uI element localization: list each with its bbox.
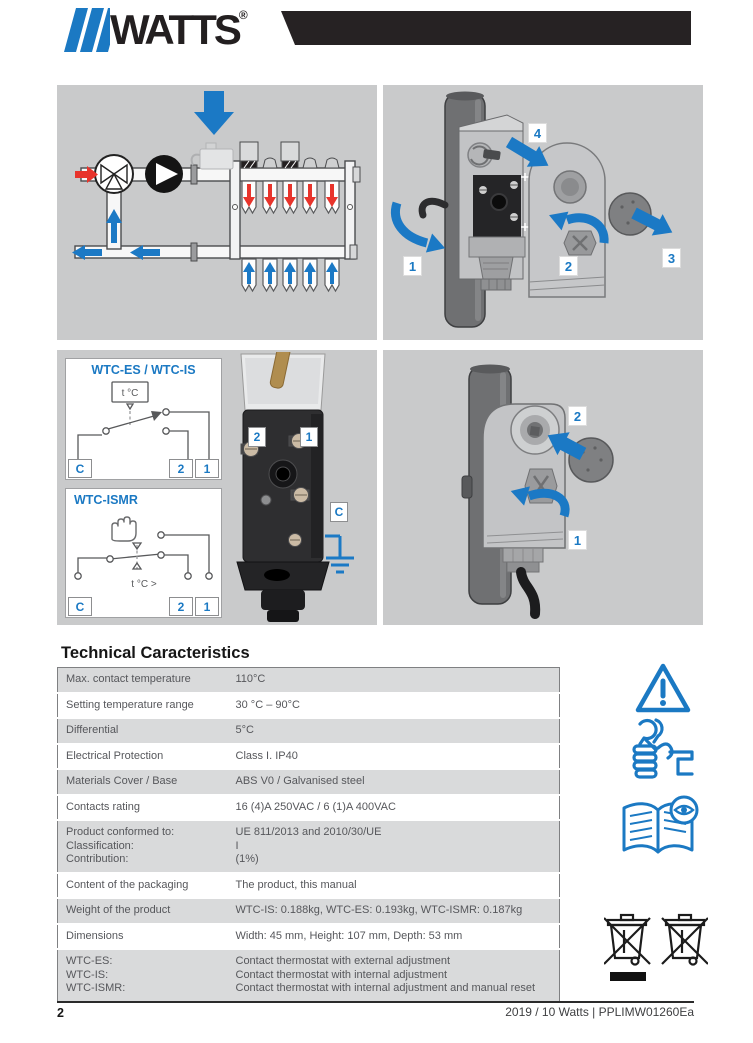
wiring-diagram-wtc-ismr: WTC-ISMR t °C > xyxy=(65,488,222,618)
table-cell-label: Electrical Protection xyxy=(57,743,228,770)
header-banner xyxy=(281,11,691,45)
weee-date-bar xyxy=(610,972,646,981)
table-cell-value: 110°C xyxy=(227,667,560,694)
step-badge: 1 xyxy=(403,256,422,276)
table-cell-label: Contacts rating xyxy=(57,794,228,821)
step-badge: 3 xyxy=(662,248,681,268)
table-cell-value: Class I. IP40 xyxy=(227,743,560,770)
terminal-label: 2 xyxy=(248,427,266,447)
table-cell-value: 5°C xyxy=(227,718,560,745)
table-cell-label: Differential xyxy=(57,718,228,745)
table-row: Product conformed to:Classification:Cont… xyxy=(57,820,560,874)
step-badge: 2 xyxy=(559,256,578,276)
manifold-schematic xyxy=(72,91,361,293)
table-cell-label: Dimensions xyxy=(57,923,228,950)
terminal-label: 1 xyxy=(195,597,219,616)
step-badge: 2 xyxy=(568,406,587,426)
table-cell-label: Setting temperature range xyxy=(57,692,228,719)
adjustment-illustration xyxy=(461,364,614,619)
table-cell-label: Weight of the product xyxy=(57,898,228,925)
wiring-title: WTC-ES / WTC-IS xyxy=(91,363,196,377)
diagram-wiring: WTC-ES / WTC-IS t °C C xyxy=(57,350,377,625)
terminal-label: 2 xyxy=(169,459,193,478)
step-badge: 1 xyxy=(568,530,587,550)
terminal-label: C xyxy=(68,459,92,478)
terminal-label: 2 xyxy=(169,597,193,616)
wiring-diagram-wtc-es-is: WTC-ES / WTC-IS t °C C xyxy=(65,358,222,480)
footer-rule xyxy=(57,1001,694,1003)
table-cell-value: Contact thermostat with external adjustm… xyxy=(235,955,536,994)
earth-ground-icon xyxy=(325,534,354,574)
table-cell-label: Product conformed to:Classification:Cont… xyxy=(57,820,228,874)
table-cell-label: WTC-ES:WTC-IS:WTC-ISMR: xyxy=(66,955,126,994)
thermostat-terminals-photo xyxy=(236,352,330,622)
sensor-label: t °C xyxy=(122,388,139,399)
weee-bin-left xyxy=(604,913,651,966)
wiring-title: WTC-ISMR xyxy=(74,493,138,507)
table-cell-label: Content of the packaging xyxy=(57,872,228,899)
registered-mark: ® xyxy=(238,8,248,22)
table-cell-label: Materials Cover / Base xyxy=(57,769,228,796)
watts-logo: WATTS ® xyxy=(62,6,248,56)
table-row: WTC-ES:WTC-IS:WTC-ISMR: Contact thermosta… xyxy=(57,949,560,1001)
step-badge: 4 xyxy=(528,123,547,143)
manual-reset-switch-schematic: t °C > xyxy=(74,516,213,590)
read-manual-icon xyxy=(622,795,699,854)
terminal-label: C xyxy=(330,502,348,522)
table-cell-value: 16 (4)A 250VAC / 6 (1)A 400VAC xyxy=(227,794,560,821)
page-number: 2 xyxy=(57,1006,64,1020)
table-cell-label: Max. contact temperature xyxy=(57,667,228,694)
terminal-label: 1 xyxy=(300,427,318,447)
watts-logo-mark-icon xyxy=(64,8,110,52)
brand-name: WATTS xyxy=(110,6,242,53)
table-cell-value: The product, this manual xyxy=(227,872,560,899)
table-cell-value: 30 °C – 90°C xyxy=(227,692,560,719)
diagram-manifold-installation xyxy=(57,85,377,340)
installer-wrench-icon xyxy=(632,718,694,779)
diagram-adjustment-steps: 2 1 xyxy=(383,350,703,625)
terminal-label: C xyxy=(68,597,92,616)
table-cell-value: Width: 45 mm, Height: 107 mm, Depth: 53 … xyxy=(227,923,560,950)
table-cell-value: ABS V0 / Galvanised steel xyxy=(227,769,560,796)
warning-icon xyxy=(635,663,691,713)
terminal-label: 1 xyxy=(195,459,219,478)
weee-crossed-bin-icons xyxy=(604,913,708,981)
mounting-illustration xyxy=(391,91,673,328)
table-cell-value: WTC-IS: 0.188kg, WTC-ES: 0.193kg, WTC-IS… xyxy=(227,898,560,925)
footer-reference: 2019 / 10 Watts | PPLIMW01260Ea xyxy=(505,1005,694,1019)
weee-bin-right xyxy=(661,913,708,966)
sensor-label: t °C > xyxy=(131,579,157,590)
diagram-mounting-steps: 4 1 2 3 xyxy=(383,85,703,340)
section-title: Technical Caracteristics xyxy=(61,644,250,662)
